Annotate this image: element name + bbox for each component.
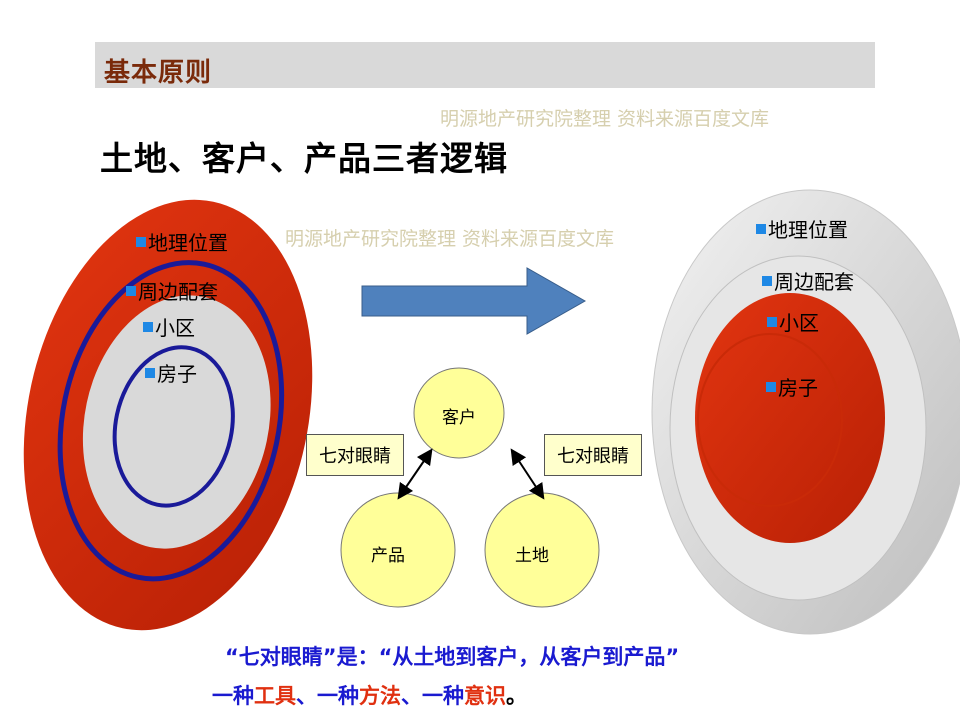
circle-customer: [413, 367, 505, 459]
bullet-icon: [767, 316, 777, 327]
right-label-location: 地理位置: [756, 214, 848, 243]
left-label-community: 小区: [143, 312, 195, 341]
right-inner-ellipse: [695, 293, 885, 543]
bullet-icon: [136, 236, 146, 247]
left-label-facilities: 周边配套: [126, 276, 218, 305]
bullet-icon: [762, 275, 772, 286]
arrow-customer-product: [397, 448, 433, 500]
left-label-location: 地理位置: [136, 227, 228, 256]
left-label-house: 房子: [145, 358, 197, 387]
right-label-community: 小区: [767, 307, 819, 336]
arrow-customer-land: [510, 448, 545, 500]
right-innermost-ellipse: [697, 333, 843, 507]
seven-eyes-box-left: 七对眼睛: [306, 434, 404, 476]
left-blue-ring: [57, 260, 285, 582]
page-title: 土地、客户、产品三者逻辑: [100, 139, 508, 178]
circle-product-label: 产品: [371, 546, 405, 566]
right-label-house: 房子: [766, 372, 818, 401]
watermark-mid: 明源地产研究院整理 资料来源百度文库: [285, 228, 615, 250]
transition-arrow: [361, 267, 587, 335]
circle-customer-label: 客户: [442, 408, 476, 428]
bullet-icon: [145, 367, 155, 378]
bottom-statement: “七对眼睛”是：“从土地到客户，从客户到产品”: [225, 645, 680, 669]
watermark-top: 明源地产研究院整理 资料来源百度文库: [440, 108, 770, 130]
bullet-icon: [756, 223, 766, 234]
left-nested-ellipses: [23, 199, 313, 631]
bullet-icon: [126, 285, 136, 296]
seven-eyes-box-right: 七对眼睛: [544, 434, 642, 476]
circle-land-label: 土地: [515, 546, 549, 566]
left-inner-ring: [112, 345, 235, 508]
bullet-icon: [766, 381, 776, 392]
bullet-icon: [143, 321, 153, 332]
right-label-facilities: 周边配套: [762, 266, 854, 295]
right-nested-ellipses: [651, 189, 960, 635]
bottom-conclusion: 一种工具、一种方法、一种意识。: [212, 684, 527, 708]
header-bar: [95, 42, 875, 88]
header-title: 基本原则: [104, 58, 213, 88]
